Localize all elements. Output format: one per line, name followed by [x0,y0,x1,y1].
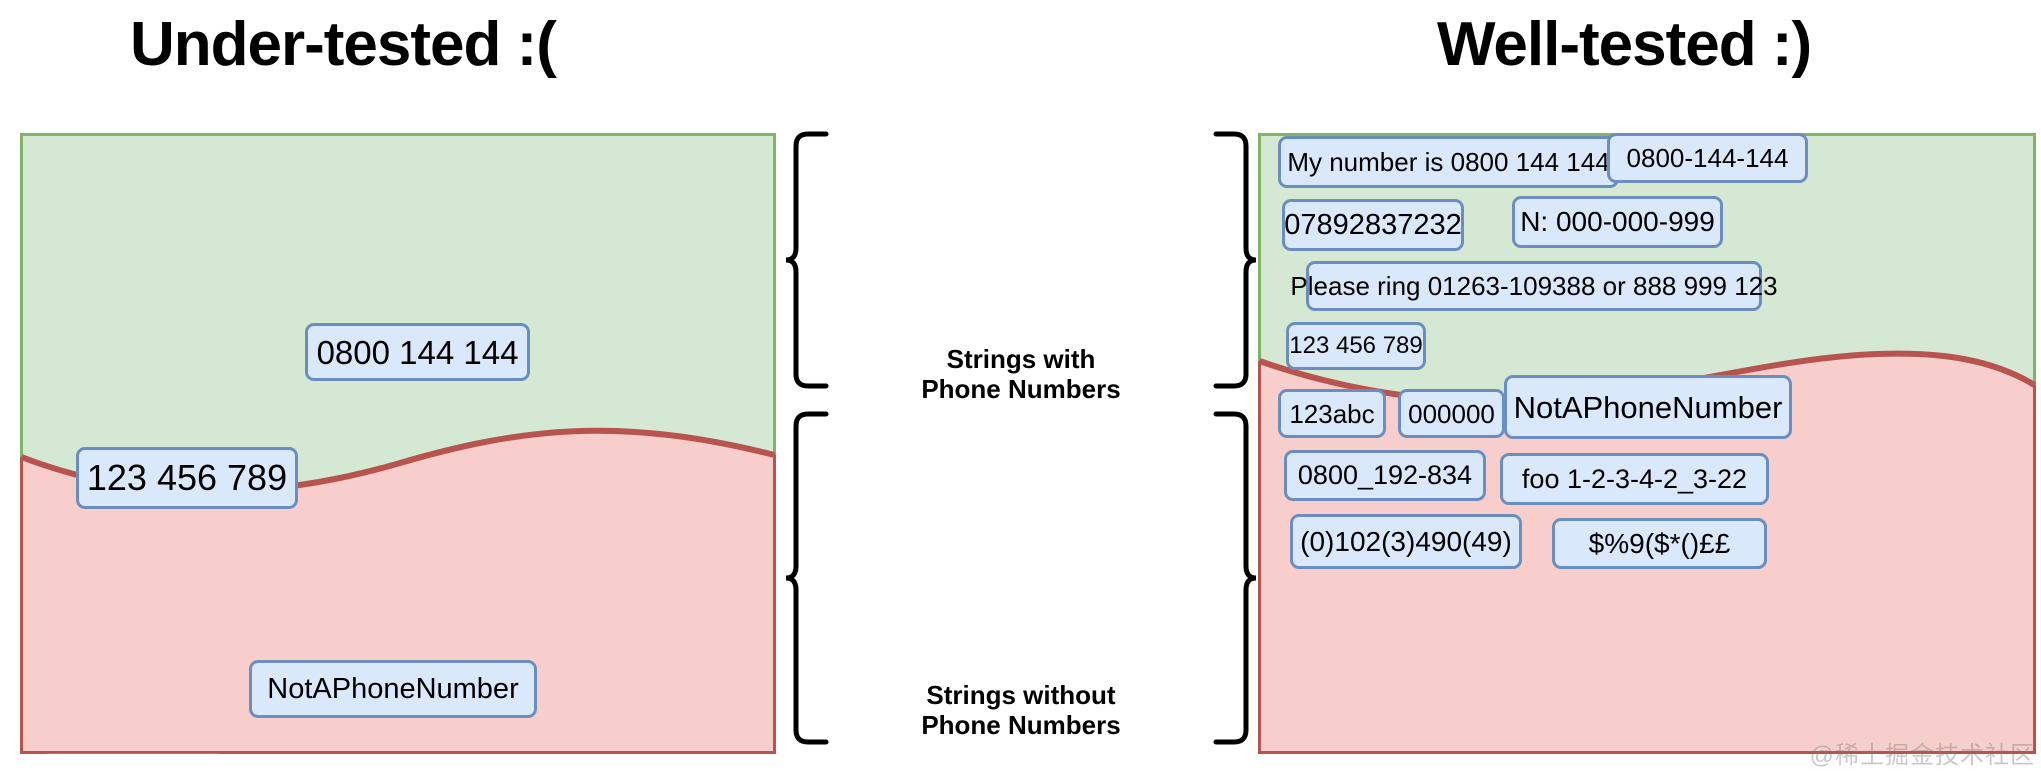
group-label-without-phone-numbers: Strings without Phone Numbers [786,680,1256,740]
string-chip[interactable]: 123 456 789 [1286,322,1426,370]
pink-border-left [20,455,776,754]
group-label-line: Strings without [926,680,1116,710]
group-label-line: Phone Numbers [921,374,1121,405]
string-chip[interactable]: Please ring 01263-109388 or 888 999 123 [1290,261,1778,311]
string-chip[interactable]: 07892837232 [1282,199,1464,251]
string-chip[interactable]: 123 456 789 [76,447,298,509]
group-label-line: Strings with [946,344,1096,374]
group-label-line: Phone Numbers [921,710,1121,741]
page-title-under-tested: Under-tested :( [130,10,557,79]
string-chip[interactable]: lol foo 123 [41,753,226,754]
panel-background-left [20,133,776,754]
string-chip[interactable]: N: 000-000-999 [1512,196,1723,248]
brace-svg [786,131,1256,745]
string-chip[interactable]: 0800-144-144 [1607,133,1808,183]
brace-right-top [1213,131,1256,389]
page-title-well-tested: Well-tested :) [1437,10,1812,79]
well-tested-panel: My number is 0800 144 144 0800-144-144 0… [1258,133,2036,754]
string-chip[interactable]: (0)102(3)490(49) [1290,514,1522,569]
string-chip[interactable]: 000000 [1398,389,1505,438]
pink-region-left [21,430,775,753]
string-chip[interactable]: NotAPhoneNumber [1504,375,1792,439]
string-chip[interactable]: 0800_192-834 [1284,450,1486,501]
string-chip[interactable]: 123abc [1278,389,1386,438]
brace-left-top [786,131,829,389]
string-chip[interactable]: foo 1-2-3-4-2_3-22 [1500,453,1769,505]
string-chip[interactable]: 0800 144 144 [305,323,530,381]
group-brace-labels: Strings with Phone Numbers Strings witho… [786,120,1256,770]
group-label-with-phone-numbers: Strings with Phone Numbers [786,344,1256,404]
string-chip[interactable]: $%9($*()££ [1552,518,1767,569]
string-chip[interactable]: My number is 0800 144 144 [1278,136,1619,188]
brace-left-bottom [786,411,829,745]
brace-right-bottom [1213,411,1256,745]
pink-border-right [1258,361,2036,754]
string-chip[interactable]: NotAPhoneNumber [249,660,537,718]
under-tested-panel: 0800 144 144 123 456 789 NotAPhoneNumber… [20,133,776,754]
